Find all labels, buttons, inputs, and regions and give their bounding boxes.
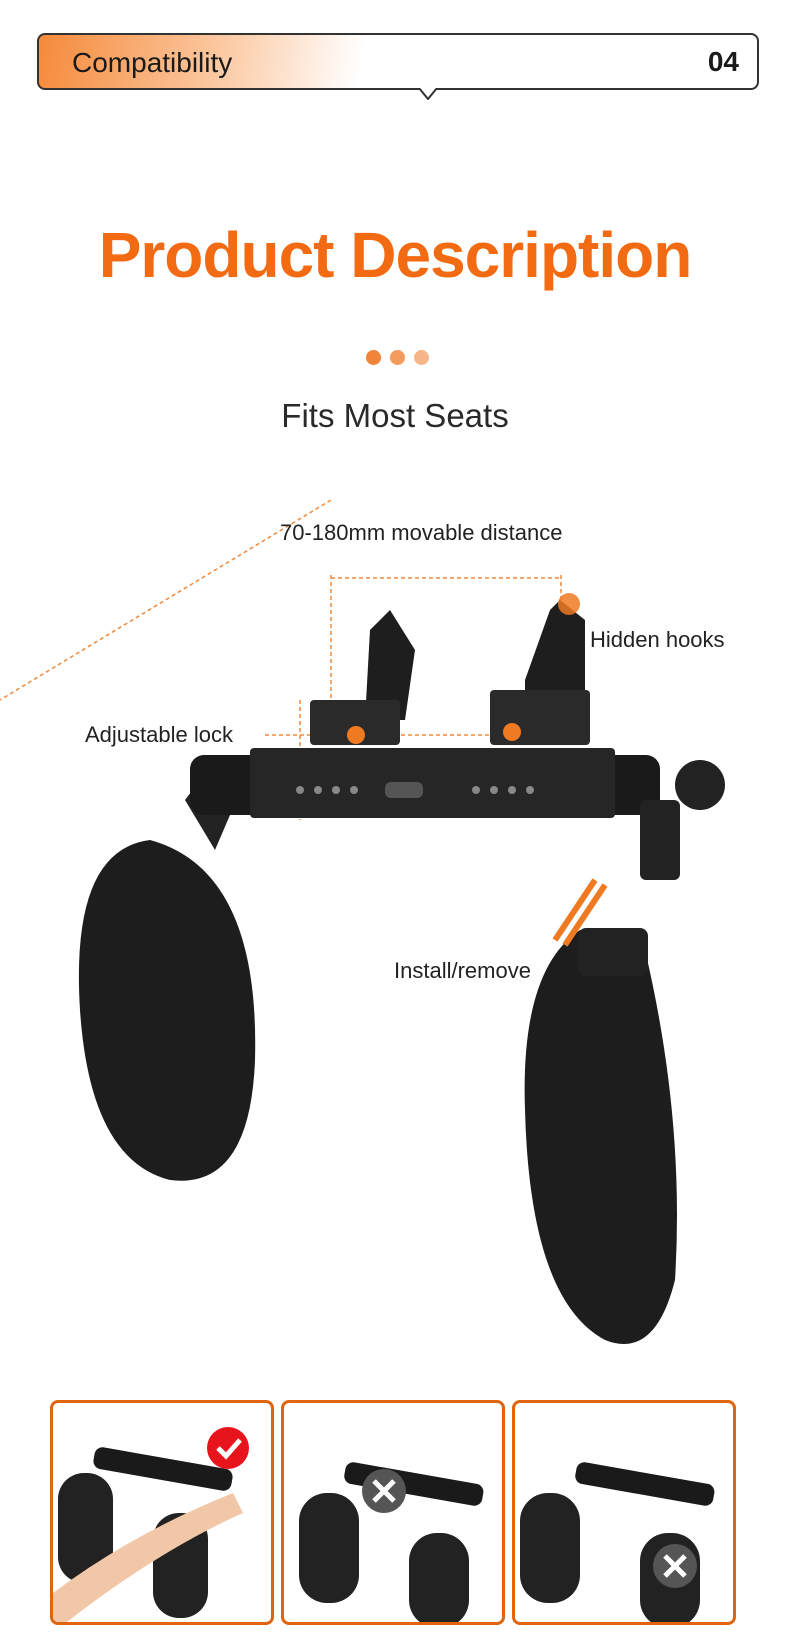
dot-icon: [390, 350, 405, 365]
adjustable-lock-label: Adjustable lock: [85, 722, 233, 747]
headrest-illustration: [520, 1462, 715, 1622]
banner-title: Compatibility: [72, 47, 233, 78]
banner-pointer: [419, 88, 437, 100]
product-image: [0, 500, 725, 1344]
distance-label: 70-180mm movable distance: [280, 520, 563, 545]
dot-icon: [414, 350, 429, 365]
page-title: Product Description: [98, 219, 693, 291]
usage-panel-incorrect: [281, 1400, 505, 1625]
headrest-illustration: [299, 1462, 484, 1622]
section-banner: Compatibility 04: [37, 33, 759, 100]
subtitle: Fits Most Seats: [281, 397, 509, 434]
usage-panel-incorrect: [512, 1400, 736, 1625]
decorative-dots: [366, 350, 429, 365]
dot-icon: [366, 350, 381, 365]
usage-panel-correct: [50, 1400, 274, 1625]
install-remove-label: Install/remove: [394, 958, 531, 983]
check-icon: [207, 1427, 249, 1469]
hidden-hooks-label: Hidden hooks: [590, 627, 725, 652]
banner-number: 04: [707, 46, 739, 77]
headrest-illustration: [53, 1427, 249, 1622]
